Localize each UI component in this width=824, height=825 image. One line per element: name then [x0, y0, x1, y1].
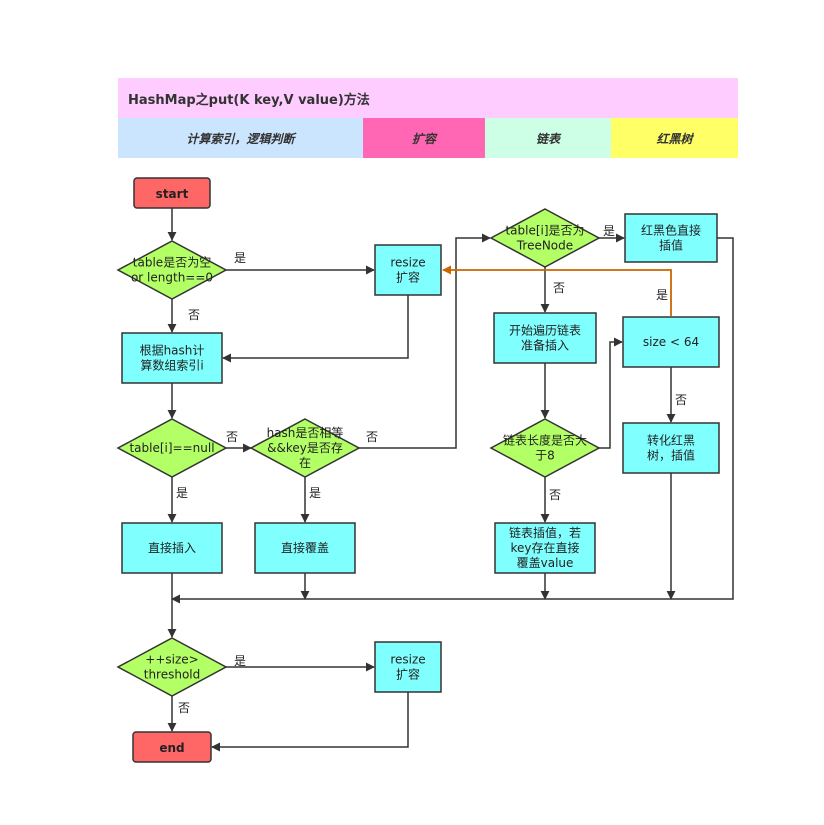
edge-tree-to-merge [171, 237, 734, 604]
legend-linked-list: 链表 [485, 118, 611, 158]
p_traverse-text-0: 开始遍历链表 [509, 323, 581, 338]
edge-label-yes-0: 是 [234, 251, 246, 265]
edge-label-no-10: 否 [549, 488, 561, 502]
d_table_empty-text-0: table是否为空 [133, 256, 211, 270]
d_treenode-shape [489, 208, 601, 268]
d_table_empty-shape [116, 240, 228, 300]
p_resize1-text-1: 扩容 [396, 270, 420, 285]
p_overwrite-text-0: 直接覆盖 [281, 540, 329, 555]
diagram-title: HashMap之put(K key,V value)方法 [128, 93, 370, 108]
p_list_insert-text-1: key存在直接 [510, 540, 579, 555]
d_threshold-text-0: ++size> [145, 653, 198, 667]
legend-compute: 计算索引，逻辑判断 [118, 118, 363, 158]
d_len8-shape [489, 418, 601, 478]
node-start: start [133, 177, 211, 209]
p_treeify-shape [622, 422, 720, 474]
edge-label-yes-8: 是 [656, 288, 668, 302]
p_index-text-1: 算数组索引i [140, 358, 203, 373]
p_list_insert-text-2: 覆盖value [517, 556, 574, 570]
p_resize1-shape [374, 244, 442, 296]
p_treeify-text-0: 转化红黑 [647, 433, 695, 448]
edge-label-no-7: 否 [553, 281, 565, 295]
edge-len8-yes-size64 [599, 337, 623, 449]
d_threshold-shape [116, 637, 228, 697]
p_direct_insert-shape [121, 522, 223, 574]
legend-red-black-tree: 红黑树 [611, 118, 738, 158]
legend-bar: 计算索引，逻辑判断 扩容 链表 红黑树 [118, 118, 738, 158]
d_treenode-text-1: TreeNode [516, 239, 573, 253]
p_tree_insert-shape [624, 213, 718, 263]
p_traverse-shape [493, 312, 597, 364]
node-p-direct-insert: 直接插入 [121, 522, 223, 574]
p_direct_insert-text-0: 直接插入 [148, 540, 196, 555]
end-shape [132, 731, 212, 763]
d_len8-text-0: 链表长度是否大 [503, 433, 587, 448]
edge-label-no-9: 否 [675, 393, 687, 407]
edge-hash-no-treenode [359, 233, 491, 449]
legend-resize: 扩容 [363, 118, 485, 158]
edge-label-yes-5: 是 [309, 486, 321, 500]
edge-label-no-12: 否 [178, 701, 190, 715]
edge-label-no-4: 否 [366, 430, 378, 444]
p_size64-text-0: size < 64 [643, 335, 699, 349]
p_overwrite-shape [254, 522, 356, 574]
p_resize2-text-1: 扩容 [396, 667, 420, 682]
edge-resize2-to-end [211, 692, 409, 752]
d_table_empty-text-1: or length==0 [131, 271, 213, 285]
edge-label-yes-3: 是 [176, 486, 188, 500]
p_resize2-text-0: resize [390, 653, 425, 667]
d_slot_null-text-0: table[i]==null [129, 441, 214, 455]
p_size64-shape [622, 316, 720, 368]
edge-label-yes-6: 是 [603, 224, 615, 238]
p_index-shape [121, 332, 223, 384]
p_tree_insert-text-0: 红黑色直接 [641, 223, 701, 238]
node-end: end [132, 731, 212, 763]
p_list_insert-text-0: 链表插值，若 [509, 525, 581, 540]
legend-resize-label: 扩容 [411, 131, 436, 146]
edge-resize-to-index [222, 295, 409, 363]
start-shape [133, 177, 211, 209]
p_list_insert-shape [494, 522, 596, 574]
p_index-text-0: 根据hash计 [140, 344, 205, 358]
d_treenode-text-0: table[i]是否为 [505, 224, 584, 238]
legend-linked-list-label: 链表 [535, 131, 560, 146]
node-d-slot-null: table[i]==null [116, 418, 228, 478]
p_tree_insert-text-1: 插值 [659, 238, 683, 253]
p_traverse-text-1: 准备插入 [521, 339, 569, 353]
d_hash_equal-text-1: &&key是否存 [267, 441, 343, 455]
end-label: end [159, 741, 184, 755]
start-label: start [156, 187, 189, 201]
edge-label-yes-11: 是 [234, 654, 246, 668]
node-p-overwrite: 直接覆盖 [254, 522, 356, 574]
d_hash_equal-text-0: hash是否相等 [267, 426, 344, 440]
legend-compute-label: 计算索引，逻辑判断 [186, 131, 295, 146]
d_hash_equal-shape [249, 418, 361, 478]
d_len8-text-1: 于8 [535, 449, 555, 463]
edge-size64-yes-resize [442, 265, 672, 316]
node-p-size64: size < 64 [622, 316, 720, 368]
legend-red-black-tree-label: 红黑树 [656, 131, 693, 146]
node-d-threshold: ++size>threshold [116, 637, 228, 697]
d_threshold-text-1: threshold [144, 668, 201, 682]
d_slot_null-shape [116, 418, 228, 478]
d_hash_equal-text-2: 在 [299, 456, 311, 470]
p_resize1-text-0: resize [390, 256, 425, 270]
diagram-header: HashMap之put(K key,V value)方法 [118, 78, 738, 118]
edge-label-no-1: 否 [188, 308, 200, 322]
p_resize2-shape [374, 641, 442, 693]
p_treeify-text-1: 树，插值 [647, 448, 695, 463]
edge-label-no-2: 否 [226, 430, 238, 444]
